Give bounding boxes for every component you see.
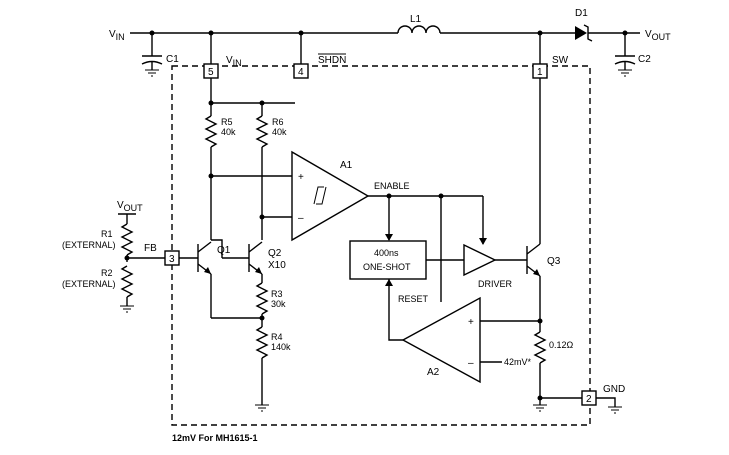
svg-text:40k: 40k [221,127,236,137]
svg-text:+: + [468,317,474,328]
footnote: 12mV For MH1615-1 [172,433,258,443]
c2-capacitor [614,33,636,77]
ref-voltage-label: 42mV* [504,357,532,367]
svg-text:R3: R3 [271,289,283,299]
svg-text:30k: 30k [271,299,286,309]
svg-text:2: 2 [586,394,592,405]
svg-text:R5: R5 [221,117,233,127]
d1-label: D1 [575,8,588,19]
q3-transistor [526,78,541,332]
sense-resistor [533,331,547,405]
svg-text:–: – [468,358,474,369]
a1-comparator: + – [291,150,370,242]
r3-resistor [255,282,269,327]
ground-symbol-gnd [608,406,622,414]
r6-resistor [255,103,269,240]
q3-label: Q3 [547,256,561,267]
one-shot-block [349,240,427,280]
driver-buffer [463,243,527,277]
vin-main-label: VIN [109,29,125,42]
c1-capacitor [141,33,163,77]
svg-text:R1: R1 [101,229,113,239]
vout-left-label: VOUT [117,200,143,213]
shdn-label: SHDN [318,55,346,66]
svg-text:40k: 40k [272,127,287,137]
c2-label: C2 [638,54,651,65]
a2-amplifier: + – [401,296,481,384]
q1-label: Q1 [217,245,231,256]
l1-label: L1 [410,14,422,25]
ic-boundary [171,65,591,426]
svg-text:ONE-SHOT: ONE-SHOT [363,262,411,272]
svg-text:R6: R6 [272,117,284,127]
q2-transistor [248,241,263,283]
q1-transistor [197,241,212,318]
a2-label: A2 [427,367,440,378]
svg-text:R4: R4 [271,332,283,342]
r5-resistor [204,103,218,240]
r4-resistor [255,326,269,412]
svg-text:3: 3 [169,254,175,265]
d1-diode-icon [575,26,587,40]
q2-multiplier: X10 [268,260,286,271]
q2-label: Q2 [268,248,282,259]
svg-text:(EXTERNAL): (EXTERNAL) [62,240,116,250]
gnd-label: GND [603,384,625,395]
svg-text:5: 5 [208,67,214,78]
r2-resistor [120,265,134,313]
r1-resistor [120,214,134,262]
a1-label: A1 [340,160,353,171]
hysteresis-icon [313,186,327,205]
c1-label: C1 [166,54,179,65]
driver-label: DRIVER [478,279,513,289]
svg-text:400ns: 400ns [374,248,399,258]
fb-label: FB [144,243,157,254]
sw-label: SW [552,55,569,66]
svg-text:(EXTERNAL): (EXTERNAL) [62,279,116,289]
sense-resistor-value: 0.12Ω [549,340,574,350]
vin-pin-label: VIN [226,55,242,68]
svg-text:1: 1 [537,67,543,78]
top-rail [130,24,640,42]
svg-text:+: + [298,172,304,183]
svg-text:140k: 140k [271,342,291,352]
pin-4 [293,63,309,79]
vout-top-label: VOUT [645,29,671,42]
enable-label: ENABLE [374,181,410,191]
svg-text:–: – [298,213,304,224]
ground-symbol-q3 [533,404,547,412]
reset-label: RESET [398,294,429,304]
svg-text:4: 4 [298,67,304,78]
svg-text:R2: R2 [101,268,113,278]
